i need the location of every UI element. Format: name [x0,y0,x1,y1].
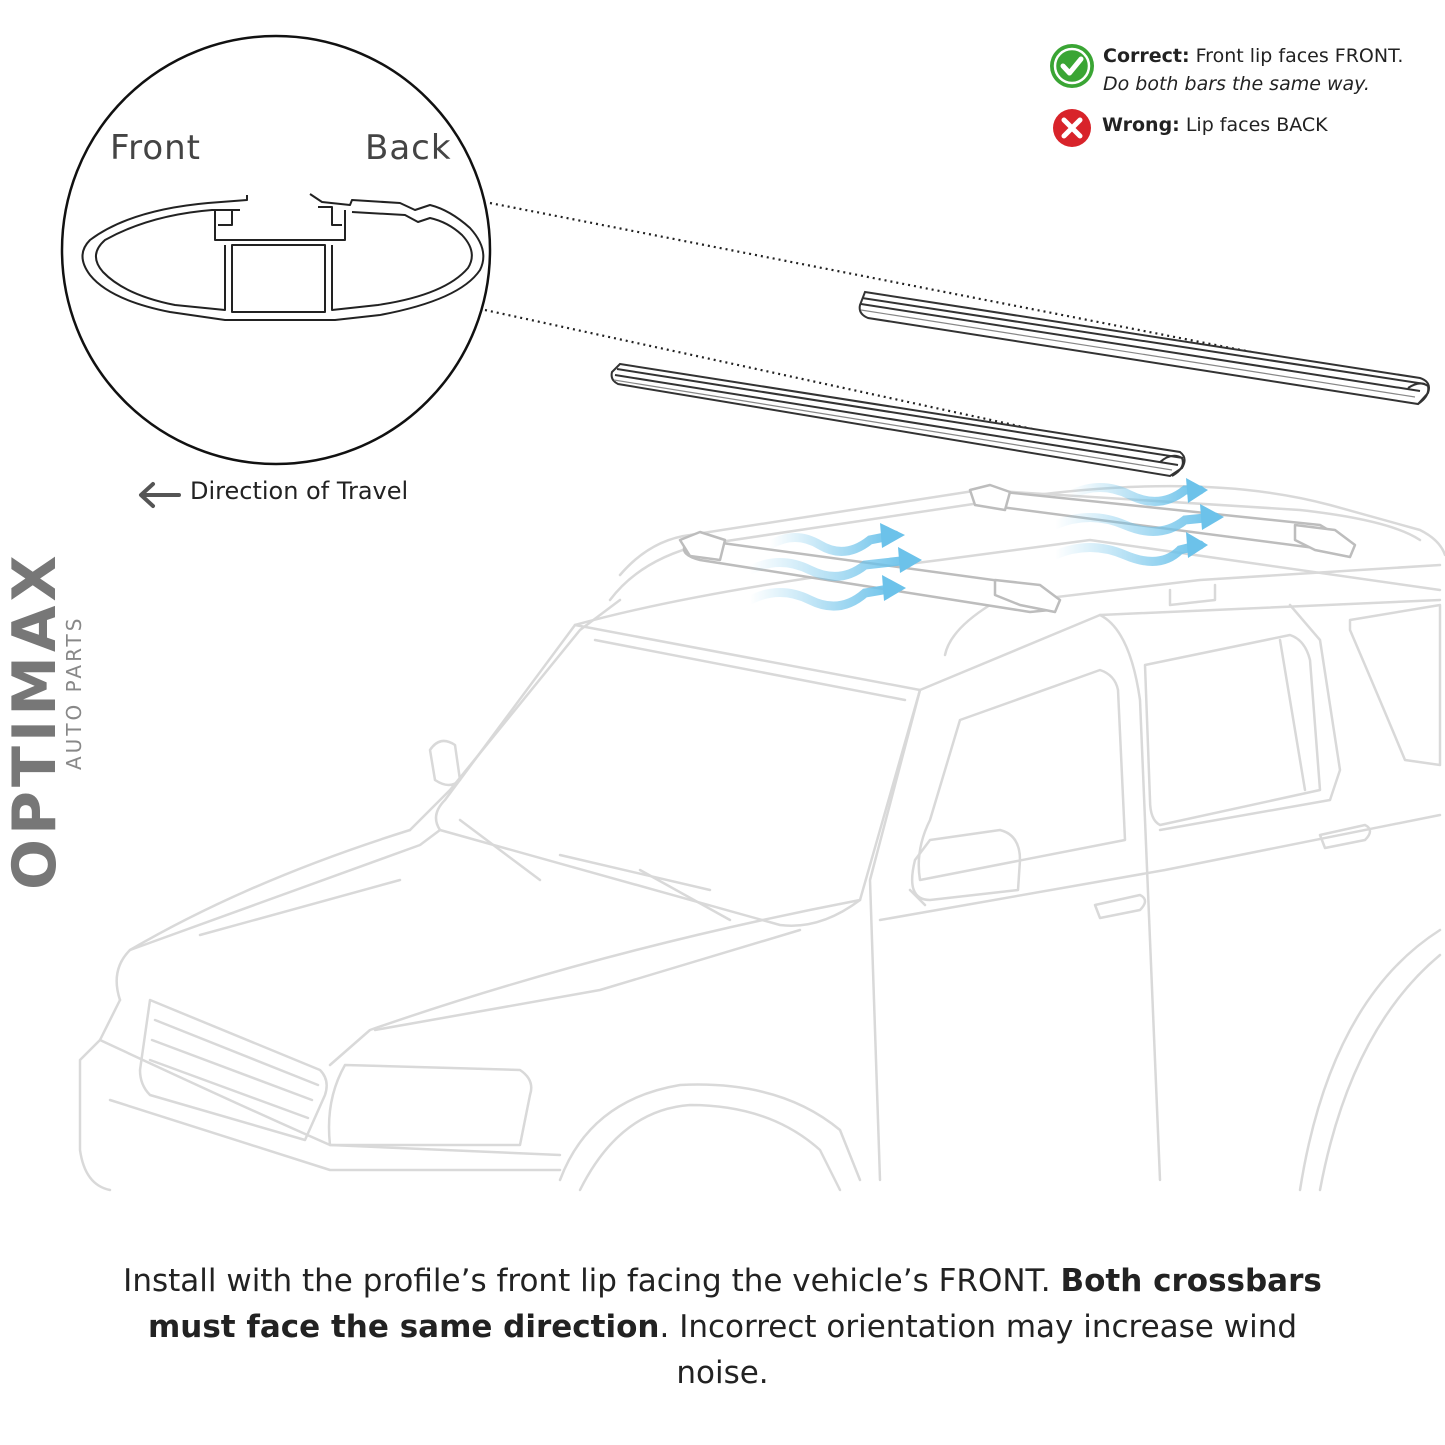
legend-wrong-desc: Lip faces BACK [1185,114,1328,136]
legend-wrong-text: Wrong: Lip faces BACK [1102,111,1328,139]
brand-name: OPTIMAX [0,551,70,890]
legend-correct-note: Do both bars the same way. [1103,73,1370,95]
crossbar-front [610,362,1186,478]
optimax-logo: OPTIMAX AUTO PARTS [0,470,86,890]
direction-of-travel-label: Direction of Travel [190,477,409,505]
legend-correct-title: Correct: [1103,45,1190,67]
arrow-left-icon [139,482,181,508]
profile-callout-circle [60,34,492,466]
crossbar-rear [858,290,1430,406]
rack-crossbars-on-car [678,483,1357,614]
legend-correct-desc: Front lip faces FRONT. [1195,45,1404,67]
front-label: Front [110,128,201,168]
back-label: Back [365,128,452,168]
legend-wrong-title: Wrong: [1102,114,1180,136]
caption-part1: Install with the profile’s front lip fac… [123,1263,1061,1299]
wind-arrows [745,483,1220,611]
wind-arrowheads [880,478,1224,601]
caption-part2: . Incorrect orientation may increase win… [659,1309,1298,1391]
legend-wrong: Wrong: Lip faces BACK [1052,108,1328,148]
legend-correct: Correct: Front lip faces FRONT. Do both … [1048,42,1403,98]
brand-sub: AUTO PARTS [62,615,86,770]
caption-bold: Both crossbars must face the same direct… [147,1263,1322,1345]
check-circle-icon [1050,44,1094,88]
x-circle-icon [1053,109,1091,147]
legend-correct-text: Correct: Front lip faces FRONT. Do both … [1103,42,1403,98]
instruction-caption: Install with the profile’s front lip fac… [120,1258,1325,1396]
crossbar-profile-section [81,193,485,321]
